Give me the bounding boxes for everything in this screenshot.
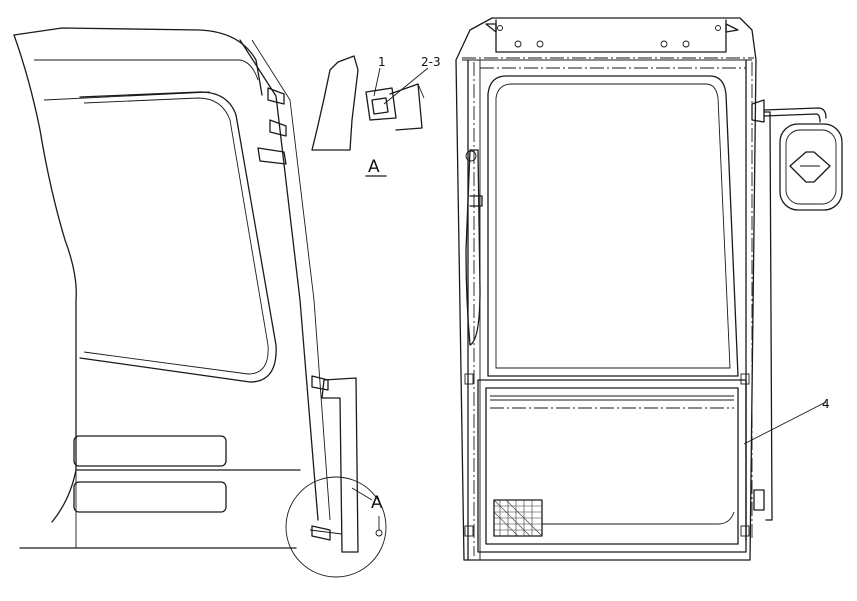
cab-outer-frame — [455, 17, 757, 561]
leader-part-4 — [743, 401, 827, 445]
lower-guard-frame — [477, 379, 747, 553]
detail-view-a — [311, 55, 429, 177]
callout-part-1: 1 — [378, 55, 386, 69]
door-edge-profile — [321, 377, 359, 553]
side-mirror — [751, 99, 843, 211]
detail-view-title: A — [368, 157, 380, 177]
header-bolts — [497, 25, 721, 48]
callout-part-4: 4 — [822, 397, 830, 411]
leader-part-2-3 — [383, 67, 429, 105]
hinge-clips — [257, 87, 329, 391]
lower-grille-panel-lower — [73, 481, 227, 513]
side-window-frame — [79, 91, 277, 383]
cab-door-front-view — [455, 17, 843, 561]
cab-roof-outline — [13, 27, 263, 96]
detail-a-marker: A — [371, 493, 383, 513]
cab-side-view — [13, 27, 387, 578]
leader-part-1 — [373, 67, 381, 97]
lower-grille-panel-upper — [73, 435, 227, 467]
detail-a-circle — [285, 476, 387, 578]
door-window-frame — [487, 75, 739, 377]
callout-part-2-3: 2-3 — [421, 55, 441, 69]
step-plate-hatch — [493, 499, 543, 537]
wiper-arm — [465, 149, 481, 346]
guard-corner-bolts — [464, 373, 750, 537]
